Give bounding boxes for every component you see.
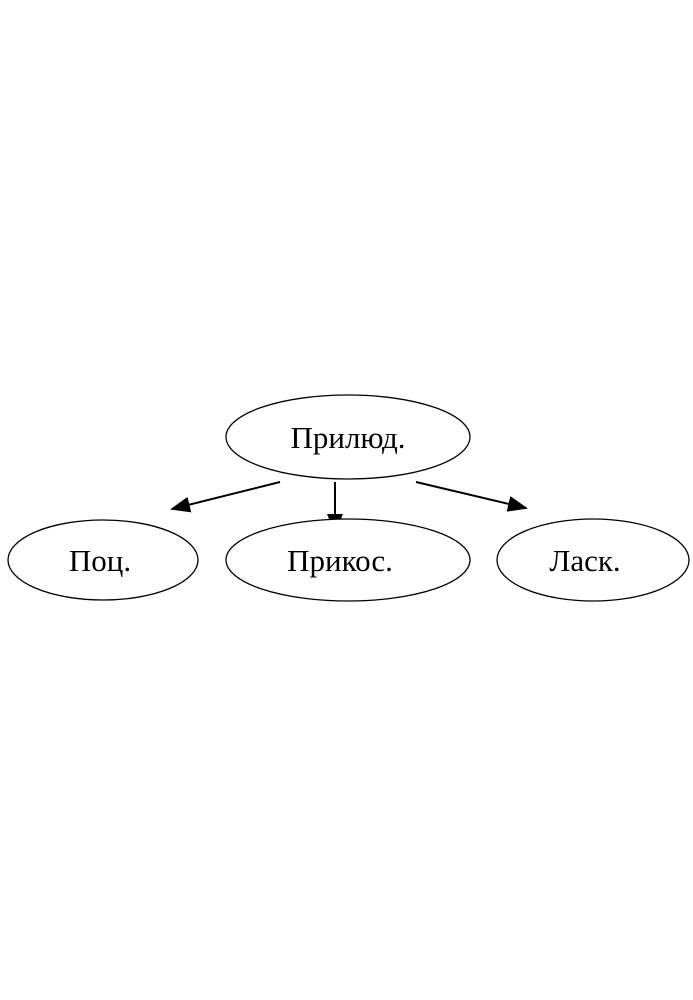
- child-node-2-label: Прикос.: [287, 543, 393, 578]
- child-node-3: Ласк.: [496, 518, 690, 602]
- child-node-2: Прикос.: [225, 518, 471, 602]
- root-node: Прилюд.: [225, 394, 471, 480]
- root-node-label: Прилюд.: [290, 420, 405, 455]
- arrow-to-child-1: [170, 481, 281, 513]
- child-node-1: Поц.: [7, 519, 199, 601]
- arrow-to-child-3: [415, 481, 528, 512]
- child-node-1-label: Поц.: [69, 543, 131, 578]
- child-node-3-label: Ласк.: [549, 543, 620, 578]
